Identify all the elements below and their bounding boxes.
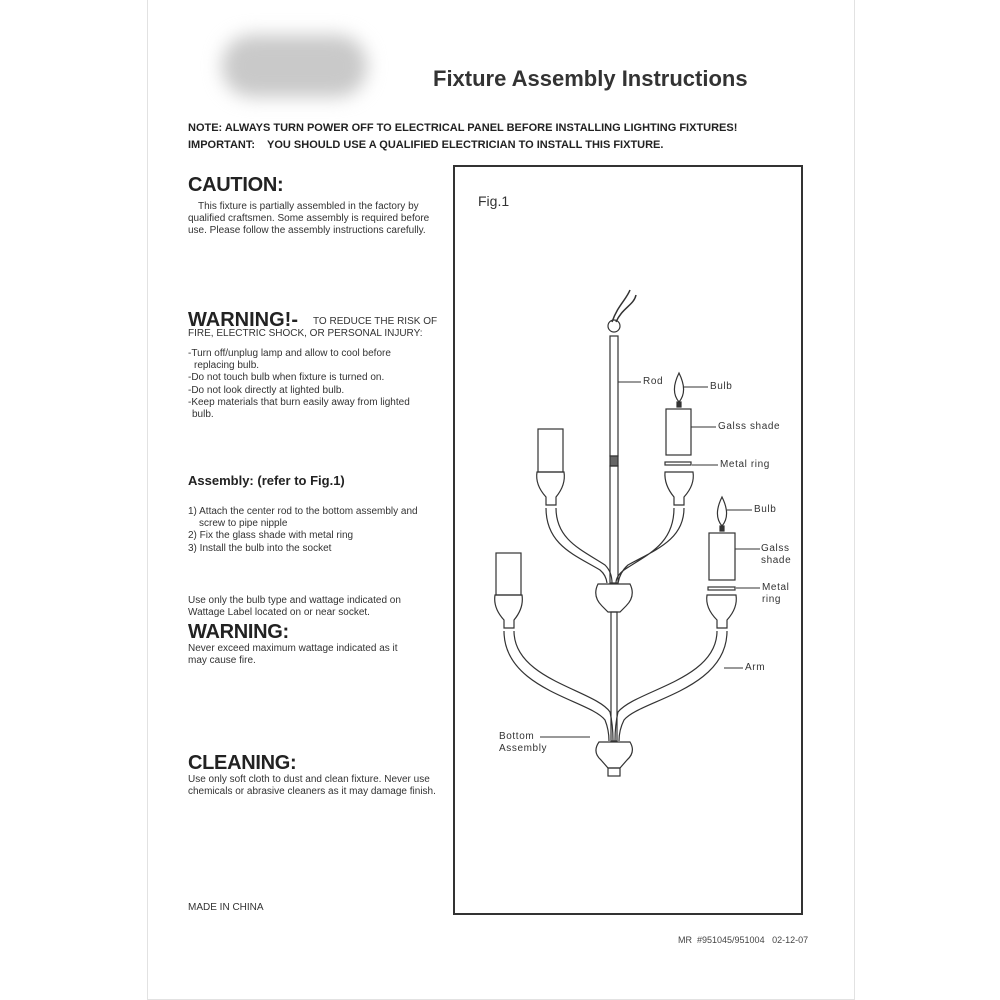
blurred-logo: [222, 35, 367, 97]
label-line: shade: [761, 555, 792, 566]
assembly-heading: Assembly: (refer to Fig.1): [188, 473, 345, 488]
assembly-step: 3) Install the bulb into the socket: [188, 542, 332, 554]
rod-label: Rod: [643, 376, 664, 387]
glass-shade-label: Galss shade: [718, 421, 781, 432]
warning-subtitle: TO REDUCE THE RISK OF FIRE, ELECTRIC SHO…: [188, 316, 438, 340]
label-line: Galss: [761, 543, 790, 554]
caution-heading: CAUTION:: [188, 174, 284, 196]
warning-item: -Turn off/unplug lamp and allow to cool …: [188, 348, 391, 372]
warning2-heading: WARNING:: [188, 621, 289, 643]
label-line: ring: [762, 594, 782, 605]
warning2-text: Never exceed maximum wattage indicated a…: [188, 643, 398, 667]
warning-item: -Do not touch bulb when fixture is turne…: [188, 372, 385, 384]
warning-item: -Do not look directly at lighted bulb.: [188, 384, 345, 396]
warning-heading-line: WARNING!-: [188, 309, 298, 332]
cleaning-text: Use only soft cloth to dust and clean fi…: [188, 774, 436, 798]
footer-code: MR #951045/951004 02-12-07: [678, 935, 809, 945]
label-line: Assembly: [499, 743, 548, 754]
warning-list: -Turn off/unplug lamp and allow to cool …: [188, 348, 428, 421]
label-line: Bottom: [499, 731, 535, 742]
power-off-note: NOTE: ALWAYS TURN POWER OFF TO ELECTRICA…: [188, 122, 738, 134]
electrician-note: IMPORTANT: YOU SHOULD USE A QUALIFIED EL…: [188, 139, 664, 151]
label-line: Metal: [762, 582, 790, 593]
page-title: Fixture Assembly Instructions: [433, 66, 748, 91]
warning-item: -Keep materials that burn easily away fr…: [188, 396, 410, 421]
metal-ring-label: Metal ring: [720, 459, 770, 470]
bulb-label: Bulb: [710, 381, 733, 392]
assembly-steps: 1) Attach the center rod to the bottom a…: [188, 506, 438, 555]
arm-label: Arm: [745, 662, 766, 673]
wattage-note: Use only the bulb type and wattage indic…: [188, 595, 401, 619]
assembly-step: 1) Attach the center rod to the bottom a…: [188, 506, 418, 530]
figure-box: [453, 165, 803, 915]
bulb-label-2: Bulb: [754, 504, 777, 515]
assembly-step: 2) Fix the glass shade with metal ring: [188, 530, 354, 542]
figure-label: Fig.1: [478, 193, 510, 209]
caution-text: This fixture is partially assembled in t…: [188, 201, 430, 237]
warning-heading: WARNING!-: [188, 309, 298, 331]
cleaning-heading: CLEANING:: [188, 752, 297, 774]
made-in-label: MADE IN CHINA: [188, 902, 264, 913]
